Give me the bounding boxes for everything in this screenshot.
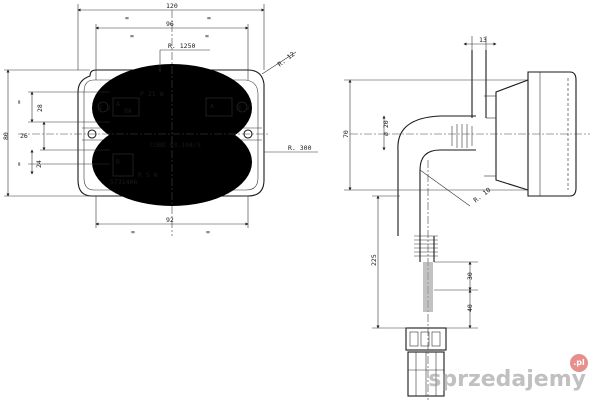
dim-30-label: 30 [466,272,474,280]
upper-lamp-label: P 21 W [140,90,164,98]
dim-28-label: 28 [36,104,44,112]
dim-13-label: 13 [479,36,487,44]
dim-r300-label: R. 300 [288,144,312,152]
housing-inner-outline [83,79,259,191]
upper-left-e-code: E 2 [99,104,111,112]
upper-right-e-code: E 2 [238,104,250,112]
dim-80-label: 80 [2,132,10,140]
dim-r12-label: R. 12 [276,50,296,68]
upper-right-small-a: A [210,102,214,110]
svg-text:=: = [125,14,129,22]
dim-26-label: 26 [20,132,28,140]
upper-left-code-box [112,97,140,117]
svg-text:=: = [15,162,23,166]
upper-left-e-mark [97,101,109,113]
upper-right-code-box [205,97,233,117]
lower-left-code-box [112,153,134,177]
lower-lamp-label: R 5 W [138,171,158,179]
watermark-badge: .pl [570,354,588,372]
connector-block [405,327,447,351]
svg-text:=: = [15,100,23,104]
side-housing [495,79,529,191]
watermark-text: sprzedajemy [428,367,586,392]
watermark-suffix: .pl [573,358,585,367]
dim-120-label: 120 [166,2,178,10]
front-view: E 2 E 2 A 8A A P 21 W R COBO 03.104/5 R … [2,2,318,236]
side-lens-body [527,71,577,197]
cable-elbow [397,115,476,236]
cobo-code: COBO 03.104/5 [150,141,201,149]
part-number: 5731406 [110,178,137,186]
svg-text:=: = [206,228,210,236]
svg-text:=: = [205,32,209,40]
dim-92-label: 92 [166,216,174,224]
lower-left-r-code: R [116,158,120,166]
side-view: 13 70 ø 20 R. 10 225 30 40 [342,36,590,400]
dim-96-label: 96 [166,20,174,28]
dim-r10-label: R. 10 [472,186,492,204]
dim-r1250-label: R. 1250 [168,42,195,50]
svg-text:=: = [131,228,135,236]
dim-24-label: 24 [35,160,43,168]
dim-70-label: 70 [342,130,350,138]
dim-40-label: 40 [466,304,474,312]
svg-text:=: = [207,14,211,22]
svg-text:=: = [130,32,134,40]
upper-left-small-a: A [116,100,120,108]
upper-right-e-mark [236,101,248,113]
dim-dia20-label: ø 20 [382,120,390,136]
cable-corrugation [451,124,473,148]
upper-left-small-8a: 8A [124,107,132,115]
dim-225-label: 225 [370,254,378,266]
